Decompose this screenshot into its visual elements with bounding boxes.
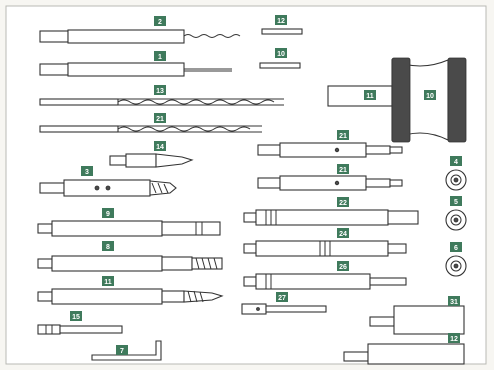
press-handle-tool (327, 57, 467, 143)
tag-12-a: 12 (275, 15, 287, 25)
long-drill-bit-a (39, 98, 284, 106)
tag-label: 24 (339, 231, 347, 238)
tag-10-a: 10 (275, 48, 287, 58)
tag-21-b: 21 (337, 130, 349, 140)
hex-key-tool (91, 340, 162, 361)
tag-label: 10 (277, 51, 285, 58)
tag-label: 8 (106, 244, 110, 251)
small-pin-b (259, 62, 301, 69)
tag-9: 9 (102, 208, 114, 218)
tap-tool-a (37, 255, 223, 272)
tag-31: 31 (448, 296, 460, 306)
tag-label: 21 (156, 116, 164, 123)
long-drill-bit-b (39, 125, 262, 133)
tag-label: 9 (106, 211, 110, 218)
reamer-tool-a (37, 220, 221, 237)
tap-tool-b (37, 288, 224, 305)
tag-8: 8 (102, 241, 114, 251)
tag-label: 3 (85, 169, 89, 176)
nut-fitting-b (445, 209, 467, 231)
tag-26: 26 (337, 261, 349, 271)
tag-6: 6 (450, 242, 462, 252)
tag-7: 7 (116, 345, 128, 355)
sleeve-tool-a (243, 209, 419, 226)
countersink-tool (109, 153, 194, 168)
tag-label: 11 (366, 93, 374, 100)
tag-2: 2 (154, 16, 166, 26)
step-drill-holder (39, 179, 177, 197)
tag-label: 27 (278, 295, 286, 302)
tag-10-b: 10 (424, 90, 436, 100)
tag-label: 14 (156, 144, 164, 151)
tag-label: 12 (277, 18, 285, 25)
tag-label: 15 (72, 314, 80, 321)
tag-label: 2 (158, 19, 162, 26)
small-pin-a (261, 28, 303, 35)
driver-tool-b (257, 175, 403, 191)
tag-label: 4 (454, 159, 458, 166)
tag-4: 4 (450, 156, 462, 166)
tag-3: 3 (81, 166, 93, 176)
tag-15: 15 (70, 311, 82, 321)
tag-13: 13 (154, 85, 166, 95)
tag-label: 13 (156, 88, 164, 95)
sleeve-tool-c (243, 273, 407, 290)
nut-fitting-a (445, 169, 467, 191)
tag-label: 1 (158, 54, 162, 61)
block-adapter-a (369, 305, 465, 335)
tag-11-b: 11 (364, 90, 376, 100)
short-punch-tool (37, 324, 123, 335)
tag-label: 5 (454, 199, 458, 206)
small-driver-tool (241, 303, 327, 315)
tag-label: 7 (120, 348, 124, 355)
pin-punch-tool (39, 62, 232, 77)
tag-label: 26 (339, 264, 347, 271)
tag-label: 10 (426, 93, 434, 100)
tag-label: 21 (339, 133, 347, 140)
tag-21-c: 21 (337, 164, 349, 174)
tag-1: 1 (154, 51, 166, 61)
sleeve-tool-b (243, 240, 407, 257)
block-adapter-b (343, 343, 465, 365)
tag-label: 6 (454, 245, 458, 252)
tag-label: 21 (339, 167, 347, 174)
driver-tool-a (257, 142, 403, 158)
tag-24: 24 (337, 228, 349, 238)
tag-label: 11 (104, 279, 112, 286)
nut-fitting-c (445, 255, 467, 277)
tag-5: 5 (450, 196, 462, 206)
tag-21-a: 21 (154, 113, 166, 123)
tag-11-a: 11 (102, 276, 114, 286)
drill-bit-tool-a (39, 29, 241, 44)
tag-14: 14 (154, 141, 166, 151)
tag-27: 27 (276, 292, 288, 302)
tag-label: 22 (339, 200, 347, 207)
tag-label: 12 (450, 336, 458, 343)
tag-label: 31 (450, 299, 458, 306)
tag-12-b: 12 (448, 333, 460, 343)
tag-22: 22 (337, 197, 349, 207)
